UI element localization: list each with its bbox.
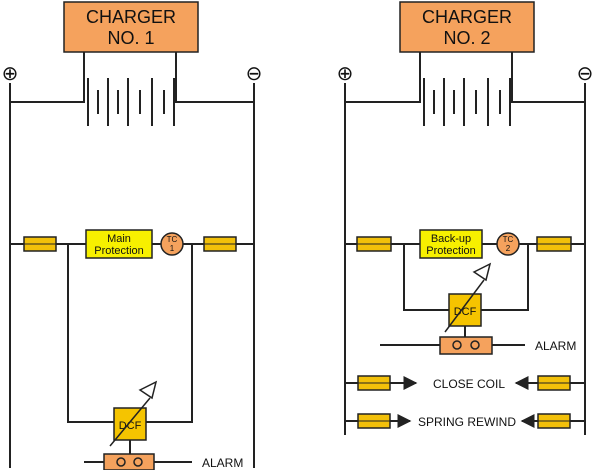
left-battery-wire-pos <box>10 75 85 103</box>
left-trip-coil-line1: TC <box>167 235 178 244</box>
left-alarm-contact-b <box>133 457 143 467</box>
right-dcf-label: DCF <box>454 306 477 318</box>
left-dcf-adjust-icon <box>109 380 158 447</box>
left-battery-wire-neg <box>175 75 254 103</box>
left-alarm-label: ALARM <box>202 456 243 470</box>
left-trip-coil <box>160 232 184 256</box>
left-negative-icon: ⊖ <box>246 63 263 85</box>
right-trip-coil <box>496 232 520 256</box>
right-charger-box <box>399 1 535 53</box>
right-dcf-adjust-icon <box>444 262 492 333</box>
close-coil-label: CLOSE COIL <box>433 377 505 391</box>
right-alarm-label: ALARM <box>535 339 576 353</box>
left-relay-line1: Main <box>107 233 131 245</box>
right-relay-line2: Protection <box>426 245 476 257</box>
right-relay-line1: Back-up <box>431 233 471 245</box>
right-alarm-contact-b <box>470 340 480 350</box>
left-panel <box>9 52 255 468</box>
right-trip-coil-line2: 2 <box>506 244 511 253</box>
left-positive-icon: ⊕ <box>2 63 19 85</box>
left-relay-box <box>85 229 153 259</box>
left-alarm-contact-a <box>116 457 126 467</box>
left-charger-line2: NO. 1 <box>107 28 154 48</box>
left-charger-box <box>63 1 199 53</box>
left-charger-line1: CHARGER <box>86 7 176 27</box>
right-positive-icon: ⊕ <box>337 63 354 85</box>
right-charger-line2: NO. 2 <box>443 28 490 48</box>
left-battery-icon <box>87 78 175 126</box>
left-alarm-contact <box>103 453 155 470</box>
right-negative-icon: ⊖ <box>577 63 594 85</box>
spring-rewind-label: SPRING REWIND <box>418 415 516 429</box>
right-relay-box <box>419 229 483 259</box>
right-alarm-contact-a <box>452 340 462 350</box>
right-battery-icon <box>423 78 511 126</box>
right-trip-coil-line1: TC <box>503 235 514 244</box>
right-alarm-contact <box>439 336 493 355</box>
left-relay-line2: Protection <box>94 245 144 257</box>
left-trip-coil-line2: 1 <box>170 244 175 253</box>
right-charger-line1: CHARGER <box>422 7 512 27</box>
